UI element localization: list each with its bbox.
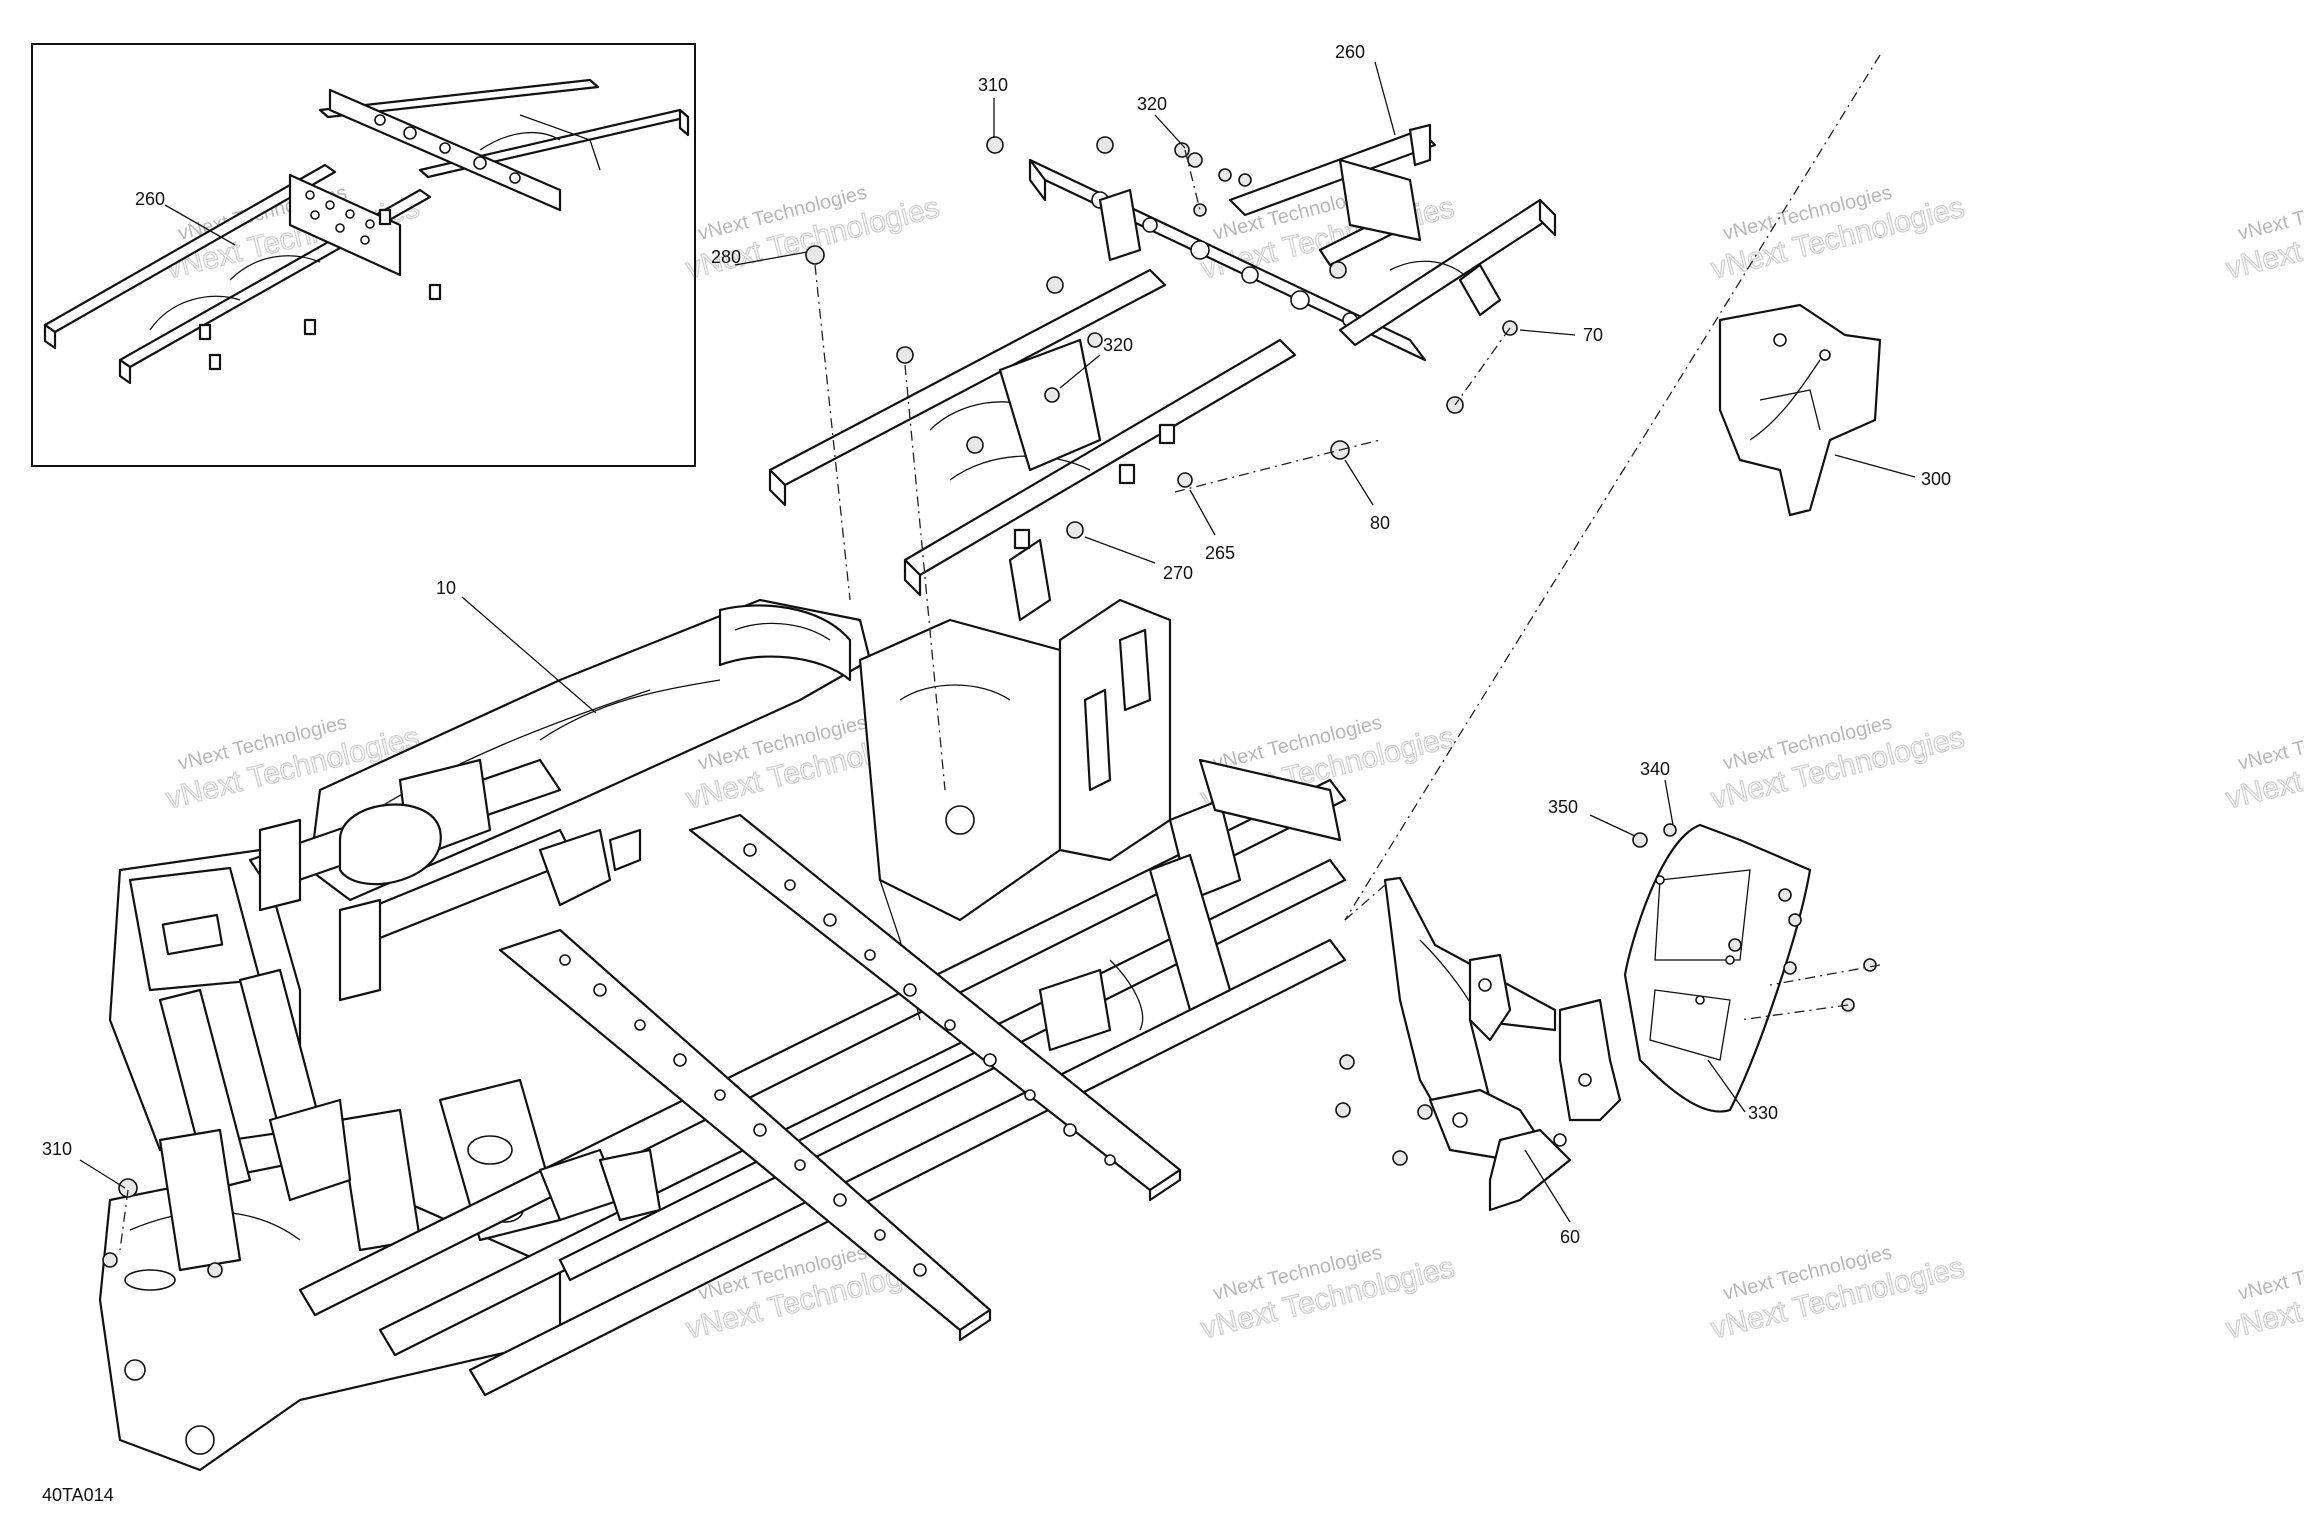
bracket-60	[1383, 876, 1622, 1212]
fasteners	[102, 136, 1877, 1278]
callout-320-top: 320	[1137, 94, 1167, 114]
bracket-300	[1718, 303, 1882, 517]
inset-subframe	[43, 78, 690, 385]
watermark: vNext Technologies vNext Technologies	[1707, 182, 1968, 287]
fastener-icon	[1087, 332, 1103, 348]
callouts: 260 310 320 320 280 70 80 265 270 300 10…	[42, 42, 1951, 1247]
fastener-icon	[1663, 823, 1677, 837]
fastener-icon	[1728, 938, 1742, 952]
callout-60: 60	[1560, 1227, 1580, 1247]
fastener-icon	[102, 1252, 118, 1268]
watermark: vNext Technologies vNext Technologies	[682, 182, 943, 287]
fastener-icon	[1392, 1150, 1408, 1166]
fastener-icon	[1096, 136, 1114, 154]
fastener-icon	[896, 346, 914, 364]
watermark: vNext Technologies vNext Technologies	[1197, 1242, 1458, 1347]
fastener-icon	[1046, 276, 1064, 294]
fastener-icon	[1218, 168, 1232, 182]
callout-300: 300	[1921, 469, 1951, 489]
rear-subframe-260	[768, 123, 1557, 597]
callout-70: 70	[1583, 325, 1603, 345]
leader-260-inset	[164, 204, 236, 246]
callout-320-mid: 320	[1103, 335, 1133, 355]
callout-310-bottom: 310	[42, 1139, 72, 1159]
fastener-icon	[1632, 832, 1648, 848]
callout-280: 280	[711, 247, 741, 267]
fastener-icon	[1863, 958, 1877, 972]
fastener-icon	[1778, 888, 1792, 902]
callout-260-inset: 260	[135, 189, 165, 209]
callout-340: 340	[1640, 759, 1670, 779]
watermark: vNext Technologies vNext Technologies	[2222, 712, 2304, 817]
callout-10: 10	[436, 578, 456, 598]
fastener-icon	[1335, 1102, 1351, 1118]
skid-plate-330	[1623, 823, 1812, 1113]
fastener-icon	[986, 136, 1004, 154]
callout-260: 260	[1335, 42, 1365, 62]
fastener-icon	[1193, 203, 1207, 217]
fastener-icon	[1329, 261, 1347, 279]
callout-330: 330	[1748, 1103, 1778, 1123]
fastener-icon	[805, 245, 825, 265]
watermark: vNext Technologies vNext Technologies	[2222, 1242, 2304, 1347]
assembly-lines	[119, 54, 1881, 1251]
figure-code: 40TA014	[42, 1485, 114, 1505]
fastener-icon	[207, 1262, 223, 1278]
fastener-icon	[966, 436, 984, 454]
callout-350: 350	[1548, 797, 1578, 817]
fastener-icon	[1783, 961, 1797, 975]
fastener-icon	[1044, 387, 1060, 403]
floor-bracket-left	[498, 928, 992, 1342]
watermark: vNext Technologies vNext Technologies	[1707, 1242, 1968, 1347]
callout-80: 80	[1370, 513, 1390, 533]
callout-265: 265	[1205, 543, 1235, 563]
fastener-icon	[1066, 521, 1084, 539]
fastener-icon	[1238, 173, 1252, 187]
callout-270: 270	[1163, 563, 1193, 583]
inset-border	[31, 43, 696, 467]
fastener-icon	[1417, 1104, 1433, 1120]
watermark: vNext Technologies vNext Technologies	[2222, 182, 2304, 287]
inset-view: 260	[31, 43, 696, 467]
watermark: vNext Technologies vNext Technologies	[1707, 712, 1968, 817]
fastener-icon	[1187, 152, 1203, 168]
fastener-icon	[1788, 913, 1802, 927]
fastener-icon	[118, 1178, 138, 1198]
fastener-icon	[1339, 1054, 1355, 1070]
callout-310-top: 310	[978, 75, 1008, 95]
floor-bracket-right	[688, 813, 1182, 1202]
fastener-icon	[1177, 472, 1193, 488]
